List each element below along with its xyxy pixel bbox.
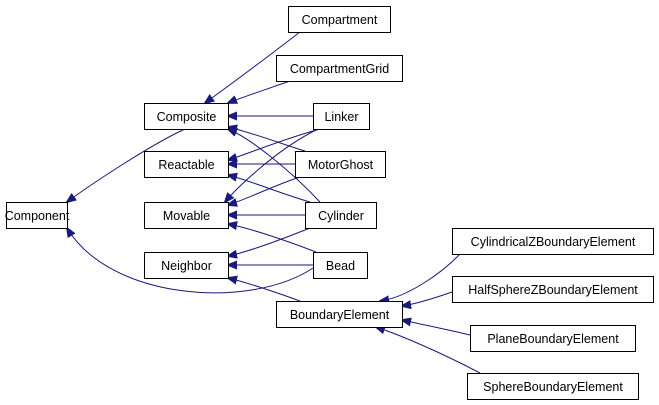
node-label: Bead	[326, 259, 355, 273]
edge-compartment-to-composite	[205, 31, 301, 103]
edges-layer	[67, 31, 481, 374]
edge-linker-to-reactable	[228, 128, 321, 160]
node-label: Compartment	[302, 13, 378, 27]
node-label: CylindricalZBoundaryElement	[471, 235, 636, 249]
edge-cylinder-to-neighbor	[228, 227, 311, 256]
node-label: PlaneBoundaryElement	[487, 332, 619, 346]
edge-composite-to-component	[67, 128, 186, 202]
node-label: CompartmentGrid	[290, 62, 389, 76]
node-label: Neighbor	[161, 259, 212, 273]
node-box	[144, 202, 229, 229]
node-compartmentgrid[interactable]: CompartmentGrid	[276, 55, 403, 82]
node-box	[6, 202, 68, 229]
edge-cylinder-to-reactable	[228, 175, 311, 203]
node-bead[interactable]: Bead	[313, 252, 368, 279]
node-box	[295, 151, 386, 178]
node-neighbor[interactable]: Neighbor	[144, 252, 229, 279]
node-motorghost[interactable]: MotorGhost	[295, 151, 386, 178]
edge-planeboundary-to-boundaryelement	[402, 320, 471, 336]
node-composite[interactable]: Composite	[144, 103, 229, 130]
node-box	[144, 252, 229, 279]
node-label: Composite	[157, 110, 217, 124]
node-box	[276, 55, 403, 82]
edge-halfspherez-to-boundaryelement	[402, 291, 453, 306]
node-label: MotorGhost	[308, 158, 374, 172]
node-label: Movable	[163, 209, 210, 223]
node-label: Cylinder	[318, 209, 364, 223]
node-compartment[interactable]: Compartment	[288, 6, 391, 33]
edge-cylinder-to-composite	[228, 129, 321, 203]
node-box	[305, 202, 377, 229]
node-box	[313, 103, 370, 130]
edge-bead-to-component	[67, 228, 314, 294]
edge-motorghost-to-composite	[228, 127, 306, 152]
node-box	[313, 252, 368, 279]
node-box	[144, 103, 229, 130]
node-label: Component	[5, 209, 70, 223]
node-box	[144, 151, 229, 178]
node-reactable[interactable]: Reactable	[144, 151, 229, 178]
edge-motorghost-to-movable	[228, 176, 301, 205]
node-box	[288, 6, 391, 33]
edge-boundaryelement-to-neighbor	[228, 278, 301, 302]
node-linker[interactable]: Linker	[313, 103, 370, 130]
node-label: Reactable	[158, 158, 214, 172]
node-box	[452, 276, 654, 303]
node-halfspherez[interactable]: HalfSphereZBoundaryElement	[452, 276, 654, 303]
node-planeboundary[interactable]: PlaneBoundaryElement	[470, 325, 636, 352]
edge-sphereboundary-to-boundaryelement	[376, 327, 481, 374]
node-label: SphereBoundaryElement	[483, 380, 623, 394]
edge-compartmentgrid-to-composite	[228, 80, 291, 103]
edge-linker-to-movable	[225, 128, 319, 202]
node-box	[276, 301, 403, 328]
node-boundaryelement[interactable]: BoundaryElement	[276, 301, 403, 328]
node-movable[interactable]: Movable	[144, 202, 229, 229]
node-box	[452, 228, 654, 255]
node-sphereboundary[interactable]: SphereBoundaryElement	[467, 373, 639, 400]
node-label: HalfSphereZBoundaryElement	[468, 283, 638, 297]
node-component[interactable]: Component	[5, 202, 70, 229]
edge-cylindricalz-to-boundaryelement	[380, 253, 461, 301]
node-box	[470, 325, 636, 352]
node-label: BoundaryElement	[290, 308, 390, 322]
node-box	[467, 373, 639, 400]
node-label: Linker	[324, 110, 358, 124]
node-cylindricalz[interactable]: CylindricalZBoundaryElement	[452, 228, 654, 255]
node-cylinder[interactable]: Cylinder	[305, 202, 377, 229]
nodes-layer: Component CompositeReactableMovableNeighb…	[5, 6, 654, 400]
edge-bead-to-movable	[228, 224, 317, 253]
